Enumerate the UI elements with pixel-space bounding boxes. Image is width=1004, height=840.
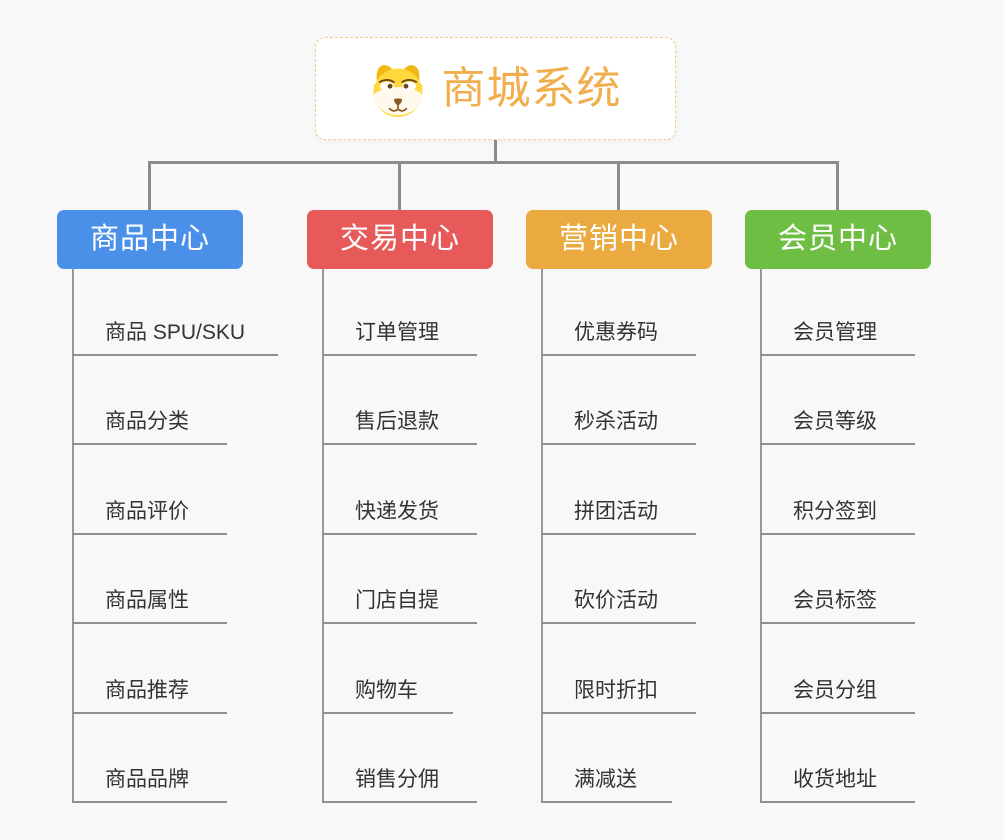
branch-label: 交易中心 xyxy=(339,223,460,255)
leaf-node-product-review[interactable]: 商品评价 xyxy=(72,499,227,535)
leaf-node-product-brand[interactable]: 商品品牌 xyxy=(72,767,227,803)
branch-trade-center: 交易中心 订单管理 售后退款 快递发货 门店自提 购物车 销售分佣 xyxy=(307,210,493,810)
branch-node-marketing-center[interactable]: 营销中心 xyxy=(526,210,712,269)
leaf-node-member-tag[interactable]: 会员标签 xyxy=(760,588,915,624)
branch-label: 会员中心 xyxy=(777,223,898,255)
branch-label: 商品中心 xyxy=(89,223,210,255)
leaf-node-after-sale-refund[interactable]: 售后退款 xyxy=(322,409,477,445)
connector-horizontal-line xyxy=(148,161,839,164)
branch-node-product-center[interactable]: 商品中心 xyxy=(57,210,243,269)
leaf-node-store-pickup[interactable]: 门店自提 xyxy=(322,588,477,624)
branch-trunk-line xyxy=(541,269,543,803)
branch-trunk-line xyxy=(322,269,324,803)
branch-trunk-line xyxy=(72,269,74,803)
leaf-node-sales-commission[interactable]: 销售分佣 xyxy=(322,767,477,803)
connector-drop-3 xyxy=(617,161,620,210)
branch-trunk-line xyxy=(760,269,762,803)
branch-member-center: 会员中心 会员管理 会员等级 积分签到 会员标签 会员分组 收货地址 xyxy=(745,210,931,810)
connector-drop-4 xyxy=(836,161,839,210)
leaf-node-order-management[interactable]: 订单管理 xyxy=(322,320,477,356)
branch-node-member-center[interactable]: 会员中心 xyxy=(745,210,931,269)
branch-node-trade-center[interactable]: 交易中心 xyxy=(307,210,493,269)
leaf-node-member-level[interactable]: 会员等级 xyxy=(760,409,915,445)
leaf-node-member-management[interactable]: 会员管理 xyxy=(760,320,915,356)
leaf-node-product-category[interactable]: 商品分类 xyxy=(72,409,227,445)
leaf-node-group-buying[interactable]: 拼团活动 xyxy=(541,499,696,535)
leaf-node-coupon-code[interactable]: 优惠券码 xyxy=(541,320,696,356)
connector-drop-1 xyxy=(148,161,151,210)
leaf-node-product-attribute[interactable]: 商品属性 xyxy=(72,588,227,624)
branch-marketing-center: 营销中心 优惠券码 秒杀活动 拼团活动 砍价活动 限时折扣 满减送 xyxy=(526,210,712,810)
root-title: 商城系统 xyxy=(441,63,622,113)
leaf-node-member-group[interactable]: 会员分组 xyxy=(760,678,915,714)
leaf-node-flash-sale[interactable]: 秒杀活动 xyxy=(541,409,696,445)
leaf-node-points-checkin[interactable]: 积分签到 xyxy=(760,499,915,535)
dog-face-icon xyxy=(373,64,422,117)
branch-product-center: 商品中心 商品 SPU/SKU 商品分类 商品评价 商品属性 商品推荐 商品品牌 xyxy=(57,210,278,810)
leaf-node-shipping-address[interactable]: 收货地址 xyxy=(760,767,915,803)
connector-root-stem xyxy=(494,140,497,164)
root-node[interactable]: 商城系统 xyxy=(315,37,676,140)
leaf-node-product-spu-sku[interactable]: 商品 SPU/SKU xyxy=(72,320,278,356)
leaf-node-bargain-event[interactable]: 砍价活动 xyxy=(541,588,696,624)
leaf-node-spend-and-save[interactable]: 满减送 xyxy=(541,767,672,803)
leaf-node-limited-time-discount[interactable]: 限时折扣 xyxy=(541,678,696,714)
leaf-node-product-recommend[interactable]: 商品推荐 xyxy=(72,678,227,714)
branch-label: 营销中心 xyxy=(558,223,679,255)
leaf-node-shopping-cart[interactable]: 购物车 xyxy=(322,678,453,714)
connector-drop-2 xyxy=(398,161,401,210)
leaf-node-express-shipping[interactable]: 快递发货 xyxy=(322,499,477,535)
